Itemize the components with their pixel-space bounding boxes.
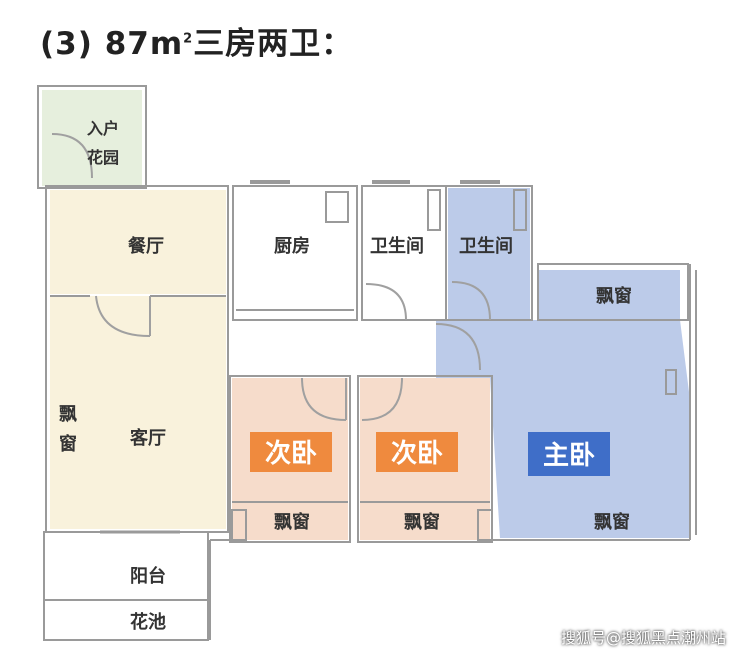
bathroom2-area	[448, 188, 530, 320]
bathroom1-label: 卫生间	[370, 235, 424, 257]
living-label: 客厅	[130, 427, 166, 449]
living-bay-label-2: 窗	[59, 433, 77, 455]
plan-title: (3) 87m2三房两卫：	[40, 18, 353, 63]
bedroom2b-label: 次卧	[391, 439, 443, 469]
master-badge	[528, 432, 610, 476]
dining-label: 餐厅	[127, 235, 164, 257]
watermark: 搜狐号@搜狐黑点潮州站	[560, 629, 726, 647]
dining-area	[50, 190, 226, 294]
title-suffix: 三房两卫：	[193, 26, 354, 62]
planter-label: 花池	[130, 611, 166, 633]
walls	[37, 85, 697, 641]
master-area	[436, 320, 690, 538]
bedroom2a-label: 次卧	[265, 439, 317, 469]
entry-garden-label-1: 入户	[87, 119, 119, 138]
living-bay-label-1: 飘	[59, 404, 77, 425]
bedroom2b-bay-label: 飘窗	[404, 511, 440, 533]
master-bay-bottom-label: 飘窗	[594, 511, 630, 533]
balcony-label: 阳台	[130, 565, 166, 587]
master-bay-area	[538, 270, 680, 320]
bathroom2-label: 卫生间	[459, 235, 513, 257]
entry-garden-label-2: 花园	[87, 148, 119, 167]
bedroom2b-badge	[376, 432, 458, 472]
title-sup: 2	[183, 31, 194, 47]
master-label: 主卧	[543, 441, 595, 471]
bedroom2a-bay-label: 飘窗	[274, 511, 310, 533]
bedroom2a-badge	[250, 432, 332, 472]
master-bay-top-label: 飘窗	[596, 285, 632, 307]
kitchen-label: 厨房	[274, 235, 310, 257]
title-prefix: (3) 87m	[40, 26, 184, 62]
